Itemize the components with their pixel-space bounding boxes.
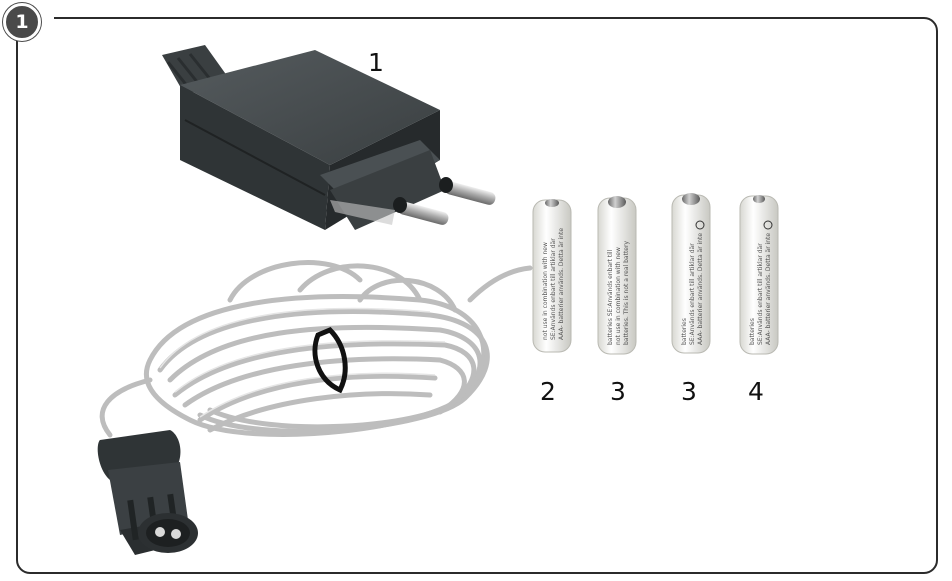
svg-text:SE:Används enbart till artikla: SE:Används enbart till artiklar där <box>550 238 557 340</box>
svg-text:SE:Används enbart till artikla: SE:Används enbart till artiklar där <box>757 243 764 345</box>
svg-text:not use in combination with ne: not use in combination with new <box>615 247 622 345</box>
battery-a: not use in combination with new SE:Använ… <box>532 199 572 353</box>
svg-text:SE:Används enbart till artikla: SE:Används enbart till artiklar där <box>689 243 696 345</box>
figure-number: 1 <box>15 11 29 33</box>
part-label-battery-a: 2 <box>540 377 556 406</box>
power-adapter <box>162 45 496 230</box>
part-label-battery-d: 4 <box>748 377 764 406</box>
svg-text:batteries SE:Används enbart ti: batteries SE:Används enbart till <box>607 249 614 345</box>
part-label-adapter: 1 <box>368 48 384 77</box>
part-label-battery-c: 3 <box>681 377 697 406</box>
connector-plug <box>97 430 198 555</box>
battery-c: batteries SE:Används enbart till artikla… <box>671 193 711 354</box>
figure-number-badge: 1 <box>3 3 41 41</box>
battery-d: batteries SE:Används enbart till artikla… <box>739 195 779 355</box>
svg-text:not use in combination with ne: not use in combination with new <box>542 242 549 340</box>
svg-text:AAA- batterier används. Detta: AAA- batterier används. Detta är inte <box>697 233 704 345</box>
figure-frame <box>16 17 938 574</box>
svg-text:batteries: batteries <box>681 318 688 345</box>
svg-text:batteries. This is not a real: batteries. This is not a real battery <box>623 241 630 345</box>
svg-text:AAA- batterier används. Detta: AAA- batterier används. Detta är inte <box>765 233 772 345</box>
battery-b: batteries SE:Används enbart till not use… <box>597 196 637 355</box>
svg-text:AAA- batterier används. Detta: AAA- batterier används. Detta är inte <box>558 228 565 340</box>
cable-tie <box>312 327 348 394</box>
cable-coil <box>99 260 533 438</box>
svg-text:batteries: batteries <box>749 318 756 345</box>
part-label-battery-b: 3 <box>610 377 626 406</box>
